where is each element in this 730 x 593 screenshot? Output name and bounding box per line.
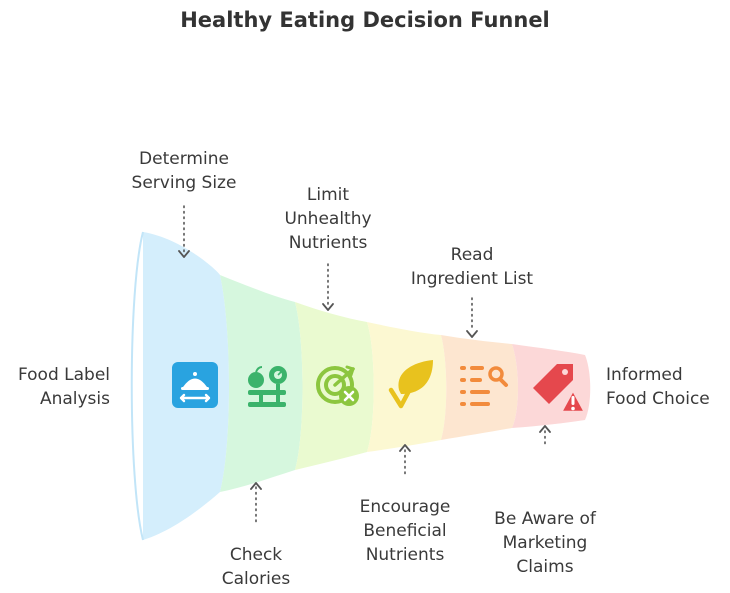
arrowhead-determine-serving-size xyxy=(178,250,190,258)
stage-label-encourage-beneficial-nutrients: Encourage Beneficial Nutrients xyxy=(359,497,451,565)
funnel-mouth xyxy=(130,231,144,541)
serving-dish-icon xyxy=(172,362,218,408)
arrowhead-limit-unhealthy-nutrients xyxy=(322,303,334,311)
arrowhead-encourage-beneficial-nutrients xyxy=(399,444,411,452)
arrowhead-check-calories xyxy=(250,482,262,490)
stage-label-check-calories: Check Calories xyxy=(221,545,291,589)
funnel-segment-read-ingredient-list xyxy=(441,335,518,440)
stage-label-read-ingredient-list: Read Ingredient List xyxy=(410,245,534,289)
scale-apple-icon xyxy=(248,366,287,407)
stage-label-limit-unhealthy-nutrients: Limit Unhealthy Nutrients xyxy=(284,185,372,253)
leaf-check-icon xyxy=(388,360,433,409)
funnel-output-label: Informed Food Choice xyxy=(606,365,710,409)
list-search-icon xyxy=(460,366,508,406)
diagram-title: Healthy Eating Decision Funnel xyxy=(180,8,550,32)
tag-warning-icon xyxy=(533,364,587,414)
funnel-input-label: Food Label Analysis xyxy=(17,365,110,409)
stage-label-be-aware-of-marketing-claims: Be Aware of Marketing Claims xyxy=(494,509,596,577)
stage-label-determine-serving-size: Determine Serving Size xyxy=(131,149,237,193)
target-cancel-icon xyxy=(316,365,359,406)
arrowhead-be-aware-of-marketing-claims xyxy=(539,425,551,433)
arrowhead-read-ingredient-list xyxy=(466,330,478,338)
